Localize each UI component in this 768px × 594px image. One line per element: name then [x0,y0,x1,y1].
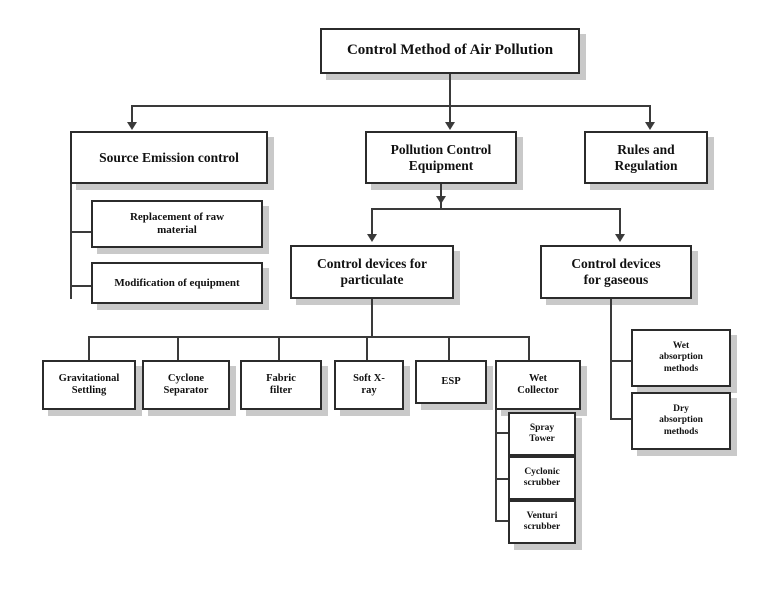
node-venturi-scrubber[interactable]: Venturi scrubber [508,500,576,544]
node-label: Control devices for particulate [317,256,427,287]
connector-drop-wetcollector [528,336,530,360]
connector-drop-cyclone [177,336,179,360]
connector-particulate-bus [88,336,530,338]
node-label: Control Method of Air Pollution [346,42,554,59]
connector-drop-gaseous [619,208,621,236]
arrowhead-pollution-stem [436,196,446,204]
connector-stub-dry-absorption [610,418,632,420]
connector-stub-venturi-scrubber [495,520,509,522]
connector-root-stem [449,74,451,105]
connector-pollution-bus [371,208,621,210]
arrowhead-source-emission [127,122,137,130]
node-label: Control devices for gaseous [571,256,661,287]
connector-drop-esp [448,336,450,360]
node-label: Wet Collector [517,372,559,396]
node-label: Cyclonic scrubber [523,466,561,488]
connector-drop-rules-regulation [649,105,651,124]
node-cyclonic-scrubber[interactable]: Cyclonic scrubber [508,456,576,500]
node-label: Venturi scrubber [523,510,561,532]
node-esp[interactable]: ESP [415,360,487,404]
arrowhead-pollution-control [445,122,455,130]
connector-drop-particulate [371,208,373,236]
node-label: Rules and Regulation [614,141,678,173]
node-modification-of-equipment[interactable]: Modification of equipment [91,262,263,304]
connector-stub-replacement [70,231,92,233]
node-label: Pollution Control Equipment [390,141,492,173]
connector-stub-modification [70,285,92,287]
node-fabric-filter[interactable]: Fabric filter [240,360,322,410]
node-wet-collector[interactable]: Wet Collector [495,360,581,410]
arrowhead-rules-regulation [645,122,655,130]
node-label: Soft X- ray [353,372,385,396]
connector-particulate-stem [371,299,373,336]
connector-drop-source-emission [131,105,133,124]
connector-drop-softxray [366,336,368,360]
connector-level1-bus [131,105,651,107]
node-control-devices-for-gaseous[interactable]: Control devices for gaseous [540,245,692,299]
node-label: Replacement of raw material [129,211,225,236]
node-source-emission-control[interactable]: Source Emission control [70,131,268,184]
connector-wetcollector-spine [495,410,497,520]
connector-drop-fabric [278,336,280,360]
arrowhead-gaseous [615,234,625,242]
node-label: Dry absorption methods [659,404,703,437]
connector-stub-cyclonic-scrubber [495,478,509,480]
node-label: Fabric filter [266,372,296,396]
connector-stub-wet-absorption [610,360,632,362]
connector-drop-gravitational [88,336,90,360]
node-pollution-control-equipment[interactable]: Pollution Control Equipment [365,131,517,184]
node-dry-absorption-methods[interactable]: Dry absorption methods [631,392,731,450]
node-label: ESP [441,375,461,387]
arrowhead-particulate [367,234,377,242]
node-control-method-of-air-pollution[interactable]: Control Method of Air Pollution [320,28,580,74]
node-gravitational-settling[interactable]: Gravitational Settling [42,360,136,410]
node-control-devices-for-particulate[interactable]: Control devices for particulate [290,245,454,299]
connector-source-emission-spine [70,184,72,299]
connector-gaseous-spine [610,299,612,420]
node-label: Cyclone Separator [163,372,209,396]
node-wet-absorption-methods[interactable]: Wet absorption methods [631,329,731,387]
node-label: Spray Tower [529,422,555,444]
node-replacement-of-raw-material[interactable]: Replacement of raw material [91,200,263,248]
node-label: Gravitational Settling [58,372,120,396]
node-label: Modification of equipment [114,276,240,289]
node-spray-tower[interactable]: Spray Tower [508,412,576,456]
connector-drop-pollution-control [449,105,451,124]
connector-stub-spray-tower [495,432,509,434]
node-rules-and-regulation[interactable]: Rules and Regulation [584,131,708,184]
node-soft-x-ray[interactable]: Soft X- ray [334,360,404,410]
node-label: Wet absorption methods [659,341,703,374]
node-cyclone-separator[interactable]: Cyclone Separator [142,360,230,410]
node-label: Source Emission control [99,149,239,165]
